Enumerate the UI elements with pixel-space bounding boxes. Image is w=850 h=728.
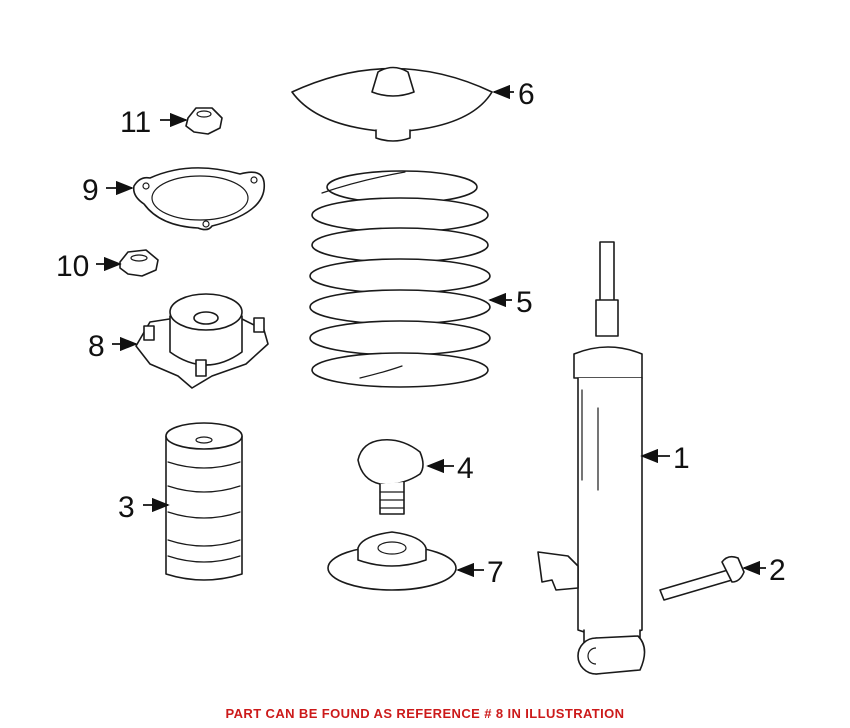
callout-3: 3 [118, 491, 135, 524]
callout-2: 2 [769, 554, 786, 587]
bump-stop-bolt [357, 438, 424, 515]
suspension-exploded-view: 1 2 3 4 5 6 7 8 9 10 11 [56, 66, 786, 675]
strut-mount [135, 293, 269, 389]
callout-10: 10 [56, 250, 89, 283]
callout-7: 7 [487, 556, 504, 589]
mounting-bolt [659, 555, 745, 601]
bump-stop-boot [165, 422, 243, 581]
lower-spring-seat [327, 531, 457, 591]
callout-4: 4 [457, 452, 474, 485]
mount-gasket [132, 167, 265, 231]
upper-spring-seat [291, 66, 493, 142]
callout-5: 5 [516, 286, 533, 319]
nut-11 [185, 107, 223, 135]
nut-10 [119, 249, 159, 277]
callout-8: 8 [88, 330, 105, 363]
coil-spring [309, 170, 491, 388]
shock-absorber [537, 241, 646, 675]
callout-11: 11 [120, 106, 151, 139]
callout-9: 9 [82, 174, 99, 207]
callout-1: 1 [673, 442, 690, 475]
callout-6: 6 [518, 78, 535, 111]
reference-caption: PART CAN BE FOUND AS REFERENCE # 8 IN IL… [225, 706, 625, 721]
